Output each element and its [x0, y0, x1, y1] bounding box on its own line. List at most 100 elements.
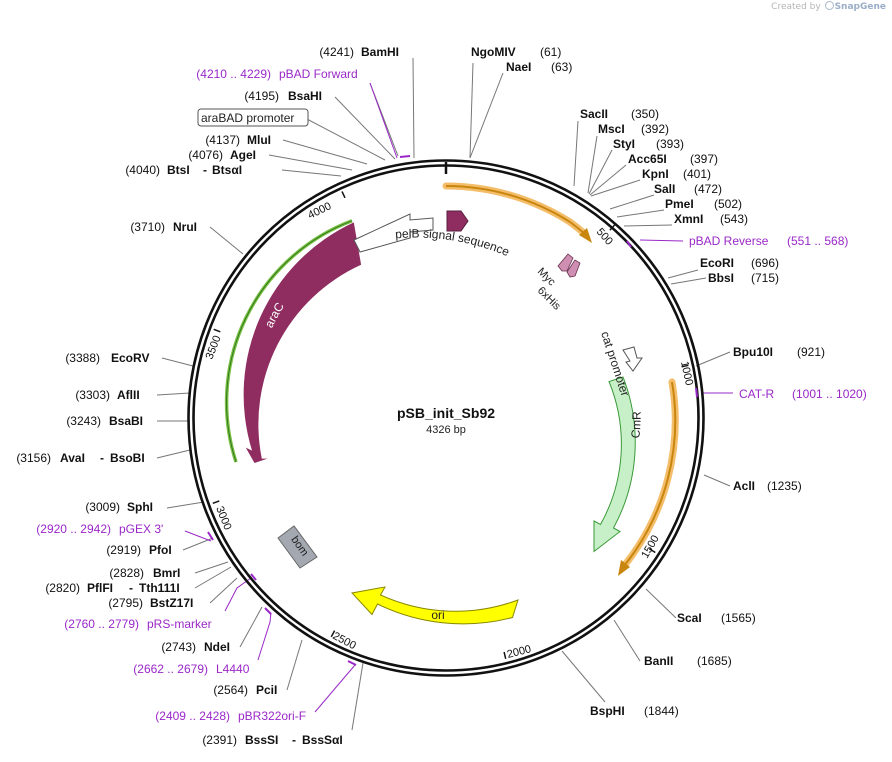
primer-L4440: L4440 — [216, 662, 250, 676]
primer-pBR322: pBR322ori-F — [238, 709, 306, 723]
primer-site-L4440 — [264, 607, 272, 615]
Myc-label: Myc — [535, 266, 558, 289]
orange-arrow-right — [623, 381, 677, 567]
leader-BbsI — [670, 277, 707, 285]
tick-500 — [609, 224, 616, 231]
leader-AgeI — [268, 154, 353, 171]
credit-brand: SnapGene — [834, 2, 886, 12]
primer-site-marks — [207, 155, 698, 666]
enzyme-pos-PmeI: (502) — [714, 197, 742, 211]
araC-arrow — [243, 222, 362, 463]
primer-range-L4440: (2662 .. 2679) — [133, 662, 208, 676]
primer-leader-pGEX — [184, 530, 212, 542]
primer-site-pBR322 — [347, 660, 357, 666]
enzyme-pos-PciI: (2564) — [213, 683, 248, 697]
primer-leader-pBAD-Forward — [369, 82, 398, 159]
primer-CAT-R: CAT-R — [739, 387, 774, 401]
primer-site-pBAD-Forward — [399, 155, 411, 158]
enzyme-pos-AgeI: (4076) — [188, 148, 223, 162]
enzyme-Tth111I: Tth111I — [139, 581, 180, 595]
araBAD-promoter-arrow — [353, 213, 434, 253]
enzyme-BsaHI: BsaHI — [288, 89, 322, 103]
orange-arrowhead-right — [618, 560, 630, 576]
leader-NruI — [209, 226, 244, 255]
primer-range-pRS: (2760 .. 2779) — [64, 617, 139, 631]
enzyme-pos-StyI: (393) — [656, 137, 684, 151]
CmR-label: CmR — [628, 411, 643, 439]
primer-leader-pBAD-Reverse — [639, 239, 684, 242]
leader-SacII — [573, 120, 579, 187]
primer-pGEX: pGEX 3' — [119, 522, 163, 536]
primer-site-pRS — [250, 573, 257, 581]
enzyme-pos-EcoRV: (3388) — [65, 351, 100, 365]
enzyme-AvaI-sep: - — [100, 451, 104, 465]
ori-label: ori — [431, 608, 444, 622]
enzyme-NaeI: NaeI — [506, 60, 531, 74]
orange-arrow-top — [445, 185, 571, 223]
enzyme-pos-NruI: (3710) — [130, 220, 165, 234]
enzyme-pos-BbsI: (715) — [751, 271, 779, 285]
bom-feature — [277, 525, 318, 569]
primer-pRS: pRS-marker — [147, 617, 212, 631]
enzyme-pos-EcoRI: (696) — [751, 256, 779, 270]
leader-BtsI — [281, 169, 342, 177]
leader-BanII — [613, 619, 641, 662]
enzyme-AclI: AclI — [733, 479, 755, 493]
enzyme-Acc65I: Acc65I — [628, 152, 667, 166]
enzyme-BssSalphaI: BssSαI — [302, 733, 343, 747]
leader-BamHI — [412, 57, 415, 159]
leader-SalI — [609, 194, 655, 210]
enzyme-pos-NdeI: (2743) — [161, 640, 196, 654]
enzyme-BamHI: BamHI — [361, 45, 399, 59]
enzyme-NdeI: NdeI — [204, 640, 230, 654]
tick-2000 — [503, 651, 507, 659]
enzyme-BsaBI: BsaBI — [109, 414, 143, 428]
enzyme-pos-MscI: (392) — [641, 122, 669, 136]
enzyme-AvaI: AvaI — [60, 451, 85, 465]
araC-outline-inner — [226, 220, 353, 463]
enzyme-pos-BstZ17I: (2795) — [108, 596, 143, 610]
leader-ScaI — [645, 588, 677, 619]
cat-promoter-arrow — [622, 346, 643, 372]
enzyme-SalI: SalI — [654, 182, 675, 196]
leader-Acc65I — [589, 164, 627, 196]
enzyme-BanII: BanII — [644, 654, 673, 668]
enzyme-pos-PfoI: (2919) — [106, 543, 141, 557]
leader-PciI — [286, 639, 303, 691]
plasmid-name: pSB_init_Sb92 — [397, 405, 495, 421]
enzyme-BbsI: BbsI — [708, 271, 734, 285]
tick-1500 — [648, 548, 656, 554]
CmR-label-path: CmR — [628, 411, 643, 439]
snapgene-logo-icon — [824, 1, 834, 10]
enzyme-PciI: PciI — [256, 683, 277, 697]
enzyme-SacII: SacII — [580, 107, 608, 121]
enzyme-BsoBI: BsoBI — [110, 451, 145, 465]
enzyme-KpnI: KpnI — [642, 167, 669, 181]
enzyme-PmeI: PmeI — [665, 197, 694, 211]
leader-EcoRI — [667, 269, 699, 279]
enzyme-XmnI: XmnI — [674, 212, 703, 226]
enzyme-pos-AvaI: (3156) — [16, 451, 51, 465]
enzyme-pos-SacII: (350) — [631, 107, 659, 121]
enzyme-BssSI: BssSI — [245, 733, 278, 747]
enzyme-pos-ScaI: (1565) — [721, 611, 756, 625]
leader-SphI — [166, 501, 205, 509]
enzyme-Bpu10I: Bpu10I — [733, 345, 773, 359]
plasmid-length: 4326 bp — [426, 424, 466, 436]
leader-XmnI — [623, 224, 673, 227]
primer-range-pBAD-Reverse: (551 .. 568) — [787, 234, 848, 248]
tick-label-4000: 4000 — [306, 200, 333, 222]
primer-pBAD-Forward: pBAD Forward — [279, 67, 358, 81]
enzyme-pos-NgoMIV: (61) — [540, 45, 561, 59]
leader-lines — [156, 57, 731, 731]
primer-site-pGEX — [207, 531, 214, 541]
primer-site-pBAD-Reverse — [626, 240, 632, 248]
enzyme-BstZ17I: BstZ17I — [150, 596, 193, 610]
orange-arrowhead-top — [579, 228, 592, 243]
enzyme-pos-XmnI: (543) — [720, 212, 748, 226]
features: araC CmR ori bom pelB signal sequence My… — [224, 182, 679, 625]
enzyme-pos-AflII: (3303) — [75, 388, 110, 402]
enzyme-ScaI: ScaI — [677, 611, 702, 625]
leader-EcoRV — [161, 357, 194, 367]
